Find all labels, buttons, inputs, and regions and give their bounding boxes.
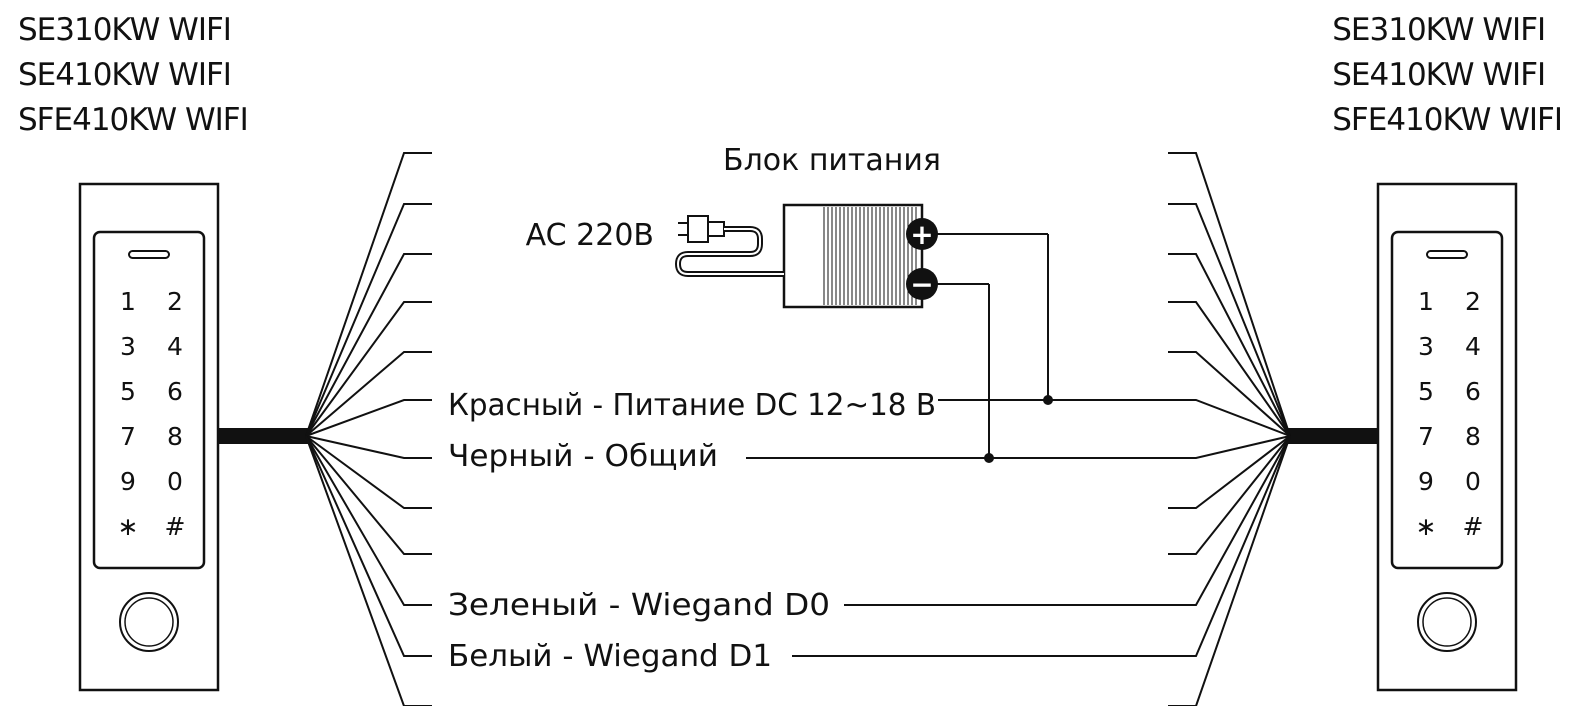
left-model-3: SFE410KW WIFI <box>18 102 249 138</box>
right-fingerprint-ring-outer <box>1417 592 1477 652</box>
psu-body <box>782 203 924 309</box>
right-wire-9 <box>1168 435 1291 555</box>
right-fingerprint-ring-inner <box>1422 597 1472 647</box>
psu-label: Блок питания <box>723 143 941 178</box>
right-keypad-panel <box>1390 230 1504 570</box>
right-model-list: SE310KW WIFI SE410KW WIFI SFE410KW WIFI <box>1332 8 1563 143</box>
right-key-7: 7 <box>1418 422 1434 451</box>
white-wire-label: Белый - Wiegand D1 <box>448 639 772 674</box>
right-wire-8 <box>1168 435 1291 509</box>
left-keypad-panel <box>92 230 206 570</box>
minus-terminal <box>906 268 938 300</box>
power-supply-unit: +− <box>674 203 1053 463</box>
right-key-10: 0 <box>1465 467 1481 496</box>
right-key-9: 9 <box>1418 467 1434 496</box>
minus-symbol: − <box>910 268 933 301</box>
right-keypad-reader: 1 2 3 4 5 6 7 8 9 0 ∗ # <box>1376 182 1518 692</box>
right-key-5: 5 <box>1418 377 1434 406</box>
plug-body <box>687 215 709 243</box>
black-junction-dot <box>984 453 994 463</box>
right-wire-4 <box>1168 301 1291 437</box>
right-wire-7 <box>1168 435 1291 459</box>
right-wire-2 <box>1168 203 1291 437</box>
left-key-3: 3 <box>120 332 136 361</box>
left-wire-3 <box>305 253 432 437</box>
left-wire-2 <box>305 203 432 437</box>
right-model-3: SFE410KW WIFI <box>1332 102 1563 138</box>
ac-input-label: AC 220В <box>526 218 654 253</box>
left-key-7: 7 <box>120 422 136 451</box>
right-wire-12 <box>1168 435 1291 706</box>
right-model-2: SE410KW WIFI <box>1332 57 1546 93</box>
right-key-4: 4 <box>1465 332 1481 361</box>
black-wire-label: Черный - Общий <box>448 439 718 474</box>
right-key-3: 3 <box>1418 332 1434 361</box>
left-wire-12 <box>305 435 432 706</box>
left-key-5: 5 <box>120 377 136 406</box>
red-wire-label: Красный - Питание DC 12~18 В <box>448 388 936 423</box>
left-wire-8 <box>305 435 432 509</box>
right-key-2: 2 <box>1465 287 1481 316</box>
left-model-2: SE410KW WIFI <box>18 57 232 93</box>
right-reader-body <box>1376 182 1518 692</box>
left-key-9: 9 <box>120 467 136 496</box>
right-wire-3 <box>1168 253 1291 437</box>
right-key-1: 1 <box>1418 287 1434 316</box>
left-key-12: # <box>165 512 186 541</box>
left-key-4: 4 <box>167 332 183 361</box>
left-wire-4 <box>305 301 432 437</box>
left-wire-6 <box>305 399 432 437</box>
right-wire-6 <box>1168 399 1291 437</box>
plus-terminal <box>906 218 938 250</box>
right-key-12: # <box>1463 512 1484 541</box>
left-key-8: 8 <box>167 422 183 451</box>
right-key-11: ∗ <box>1416 512 1437 541</box>
right-wire-1 <box>1168 152 1291 437</box>
right-key-6: 6 <box>1465 377 1481 406</box>
cable-bundles <box>218 152 1378 706</box>
left-wire-1 <box>305 152 432 437</box>
left-wire-7 <box>305 435 432 459</box>
left-reader-body <box>78 182 220 692</box>
left-key-6: 6 <box>167 377 183 406</box>
right-wire-5 <box>1168 351 1291 437</box>
plug-neck <box>707 221 725 237</box>
left-wire-10 <box>305 435 432 606</box>
left-indicator-slot <box>128 250 170 259</box>
left-keypad-reader: 1 2 3 4 5 6 7 8 9 0 ∗ # <box>78 182 220 692</box>
right-model-1: SE310KW WIFI <box>1332 12 1546 48</box>
left-wire-9 <box>305 435 432 555</box>
right-key-8: 8 <box>1465 422 1481 451</box>
right-indicator-slot <box>1426 250 1468 259</box>
left-model-1: SE310KW WIFI <box>18 12 232 48</box>
plus-symbol: + <box>910 218 933 251</box>
left-key-2: 2 <box>167 287 183 316</box>
left-wire-11 <box>305 435 432 657</box>
mains-cord-core <box>676 228 784 275</box>
left-fingerprint-ring-outer <box>119 592 179 652</box>
green-wire-label: Зеленый - Wiegand D0 <box>448 588 830 623</box>
left-key-10: 0 <box>167 467 183 496</box>
left-model-list: SE310KW WIFI SE410KW WIFI SFE410KW WIFI <box>18 8 249 143</box>
left-fingerprint-ring-inner <box>124 597 174 647</box>
red-junction-dot <box>1043 395 1053 405</box>
left-key-1: 1 <box>120 287 136 316</box>
left-key-11: ∗ <box>118 512 139 541</box>
left-wire-5 <box>305 351 432 437</box>
wire-labels: Блок питания AC 220В Красный - Питание D… <box>448 143 941 674</box>
